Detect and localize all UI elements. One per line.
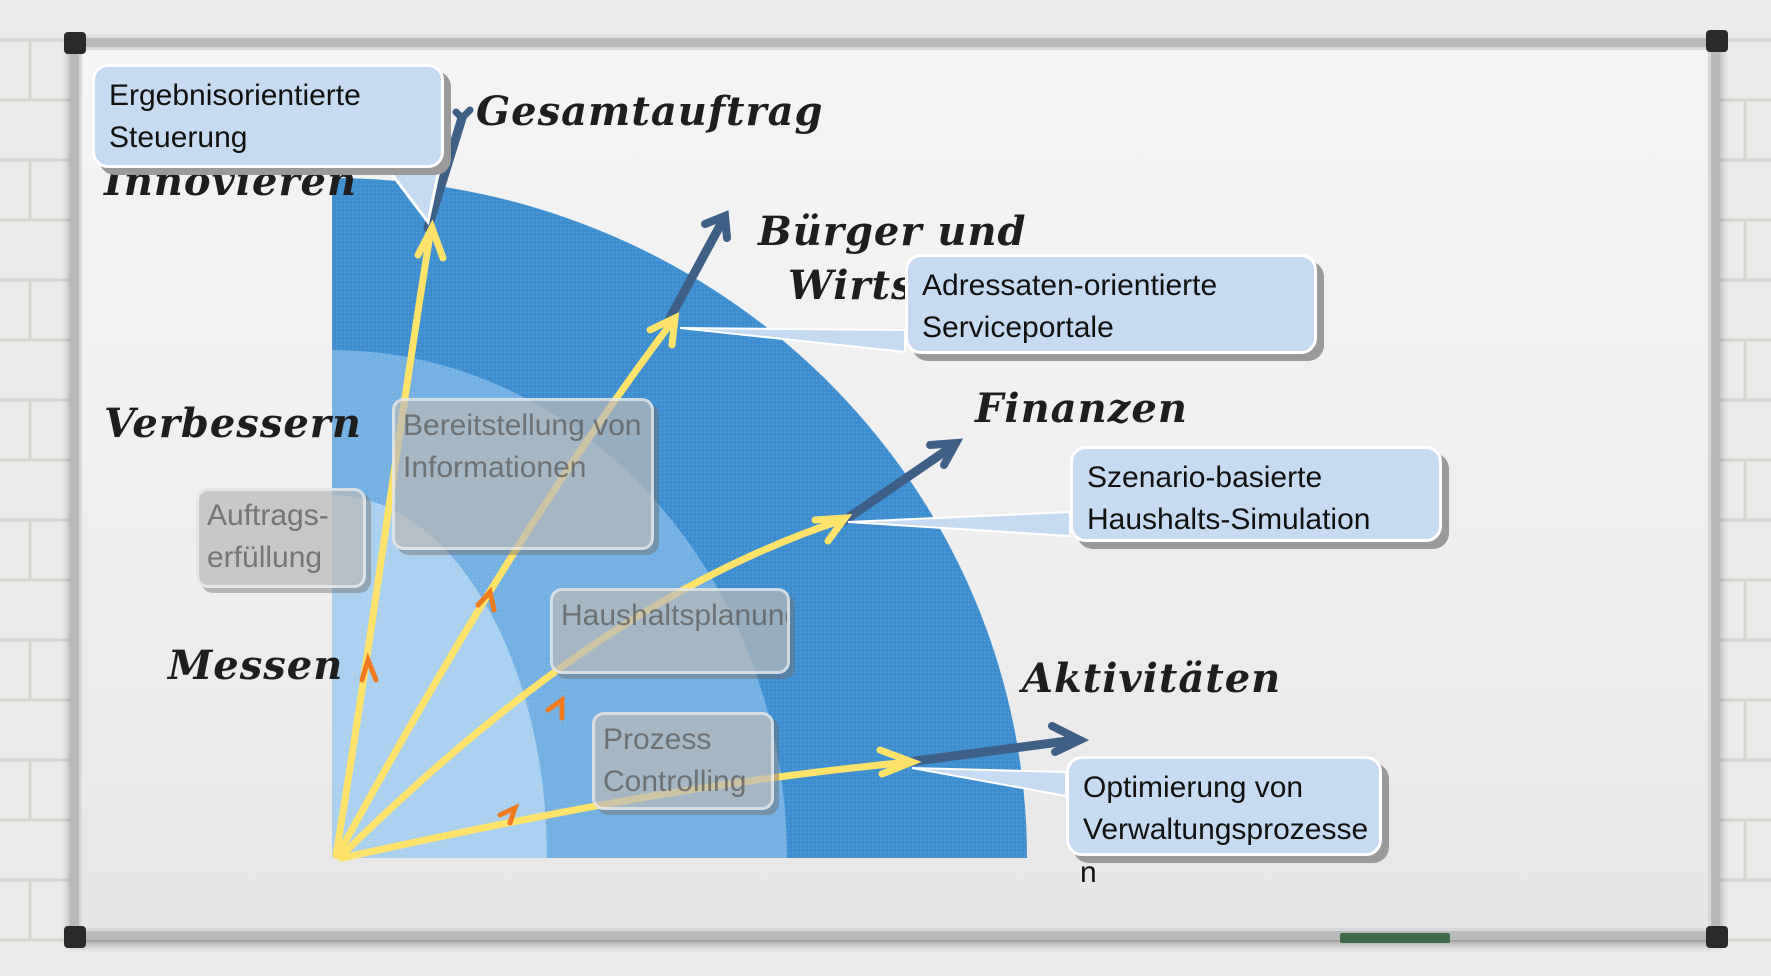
callout-ergebnisorientierte-steuerung: Ergebnisorientierte Steuerung [92, 64, 444, 168]
axis-label-aktivitaeten: Aktivitäten [1022, 655, 1282, 702]
board-corner-top-right [1706, 30, 1728, 52]
level-label-verbessern: Verbessern [104, 400, 362, 447]
callout-optimierung-overflow: n [1080, 856, 1097, 889]
callout-haushalts-simulation: Szenario-basierte Haushalts-Simulation [1070, 446, 1442, 542]
ghost-callout-bereitstellung: Bereitstellung von Informationen [392, 398, 654, 550]
callout-optimierung: Optimierung von Verwaltungsprozesse [1066, 756, 1382, 856]
dark-arrows [423, 106, 1090, 767]
ghost-callout-haushaltsplanung: Haushaltsplanung [550, 588, 790, 674]
ghost-callout-auftragserfuellung: Auftrags-erfüllung [196, 488, 366, 588]
board-corner-top-left [64, 32, 86, 54]
level-label-messen: Messen [168, 642, 344, 689]
axis-label-gesamtauftrag: Gesamtauftrag [476, 88, 824, 135]
board-corner-bottom-left [64, 926, 86, 948]
board-corner-bottom-right [1706, 926, 1728, 948]
axis-label-finanzen: Finanzen [975, 385, 1188, 432]
axis-label-buerger-line1: Bürger und [758, 208, 1027, 255]
marker-tray [1340, 933, 1450, 943]
orange-ticks [359, 586, 565, 826]
callout-serviceportale: Adressaten-orientierte Serviceportale [905, 254, 1317, 354]
ghost-callout-prozess-controlling: Prozess Controlling [592, 712, 774, 810]
